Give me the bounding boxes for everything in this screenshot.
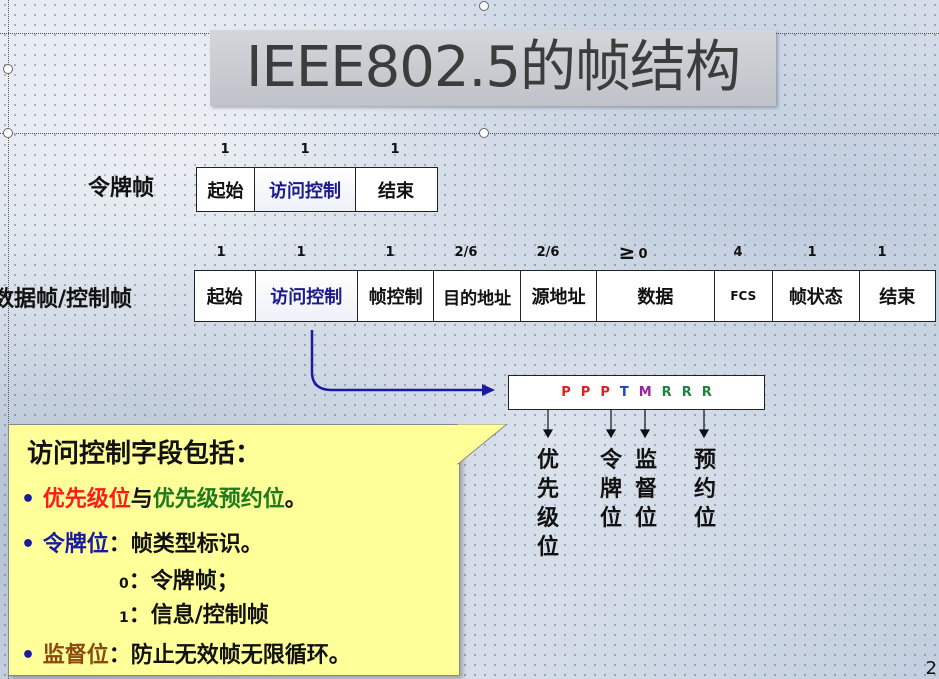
monitor-bit-label: 监督位 xyxy=(634,448,657,531)
access-control-bits: P P P T M R R R xyxy=(508,375,765,410)
field-size: 1 xyxy=(216,245,226,260)
callout-line-token: • 令牌位：帧类型标识。 xyxy=(21,526,263,558)
resize-handle-bottom-left[interactable] xyxy=(3,128,13,138)
callout-box: 访问控制字段包括： • 优先级位与优先级预约位。 • 令牌位：帧类型标识。 0：… xyxy=(8,424,508,676)
callout-line-monitor: • 监督位：防止无效帧无限循环。 xyxy=(21,637,351,669)
monitor-bit-description: ：防止无效帧无限循环。 xyxy=(108,643,351,668)
callout-heading: 访问控制字段包括： xyxy=(27,439,262,469)
value-description: ：令牌帧； xyxy=(128,569,239,594)
field-size: 1 xyxy=(220,142,230,157)
token-bit-description: ：帧类型标识。 xyxy=(108,532,263,557)
page-number: 2 xyxy=(925,658,937,679)
priority-bits-label: 优先级位 xyxy=(536,448,559,560)
field-access-control: 访问控制 xyxy=(255,271,358,321)
bit-p: P xyxy=(580,385,591,400)
bullet: • xyxy=(21,643,36,668)
field-size: 1 xyxy=(807,245,817,260)
value-number: 0 xyxy=(119,576,129,592)
resize-handle-top[interactable] xyxy=(479,1,489,11)
token-bit-label: 令牌位 xyxy=(599,448,622,531)
field-size: 1 xyxy=(300,142,310,157)
field-size: ≥ xyxy=(618,240,636,264)
bit-r: R xyxy=(701,385,712,400)
field-destination-address: 目的地址 xyxy=(434,271,521,321)
field-size: 1 xyxy=(385,245,395,260)
field-start: 起始 xyxy=(197,168,255,211)
title-background xyxy=(210,30,776,106)
callout-pointer xyxy=(457,424,508,466)
arrow-head xyxy=(482,384,495,396)
field-size: 1 xyxy=(296,245,306,260)
value-description: ：信息/控制帧 xyxy=(128,603,269,628)
token-bit-term: 令牌位 xyxy=(42,532,109,557)
bit-m: M xyxy=(638,385,652,400)
bit-t: T xyxy=(619,385,629,400)
priority-bits-term: 优先级位 xyxy=(42,487,131,512)
resize-handle-bottom[interactable] xyxy=(479,128,489,138)
field-fcs: FCS xyxy=(715,271,774,321)
field-frame-status: 帧状态 xyxy=(773,271,860,321)
token-frame-diagram: 起始 访问控制 结束 xyxy=(196,167,438,212)
field-frame-control: 帧控制 xyxy=(358,271,435,321)
field-access-control: 访问控制 xyxy=(255,168,356,211)
bit-r: R xyxy=(661,385,672,400)
data-frame-label: 数据帧/控制帧 xyxy=(0,287,133,312)
bullet: • xyxy=(21,532,36,557)
punctuation: 。 xyxy=(284,487,307,512)
guide-line xyxy=(8,0,9,679)
field-start: 起始 xyxy=(195,271,256,321)
field-size: 4 xyxy=(733,245,743,260)
slide-title[interactable]: IEEE802.5的帧结构 xyxy=(246,35,741,100)
data-frame-diagram: 起始 访问控制 帧控制 目的地址 源地址 数据 FCS 帧状态 结束 xyxy=(194,270,936,322)
field-size: 2/6 xyxy=(454,245,478,260)
callout-line-token-1: 1：信息/控制帧 xyxy=(119,597,269,629)
field-data: 数据 xyxy=(597,271,715,321)
token-frame-label: 令牌帧 xyxy=(88,176,155,201)
connector-text: 与 xyxy=(130,487,153,512)
resize-handle-left[interactable] xyxy=(3,64,13,74)
field-size: 1 xyxy=(390,142,400,157)
field-source-address: 源地址 xyxy=(521,271,598,321)
field-size: 1 xyxy=(877,245,887,260)
callout-line-token-0: 0：令牌帧； xyxy=(119,563,239,595)
bit-p: P xyxy=(600,385,610,400)
reservation-bits-label: 预约位 xyxy=(693,448,716,531)
bit-p: P xyxy=(561,385,571,400)
callout-line-priority: • 优先级位与优先级预约位。 xyxy=(21,481,307,513)
field-size: 2/6 xyxy=(536,245,560,260)
guide-line xyxy=(0,133,939,134)
bit-r: R xyxy=(681,385,692,400)
field-end: 结束 xyxy=(378,180,414,202)
bullet: • xyxy=(21,487,36,512)
value-number: 1 xyxy=(119,610,129,626)
monitor-bit-term: 监督位 xyxy=(42,643,109,668)
field-end: 结束 xyxy=(879,287,916,308)
field-size-sub: 0 xyxy=(638,247,648,262)
reservation-bits-term: 优先级预约位 xyxy=(152,487,285,512)
